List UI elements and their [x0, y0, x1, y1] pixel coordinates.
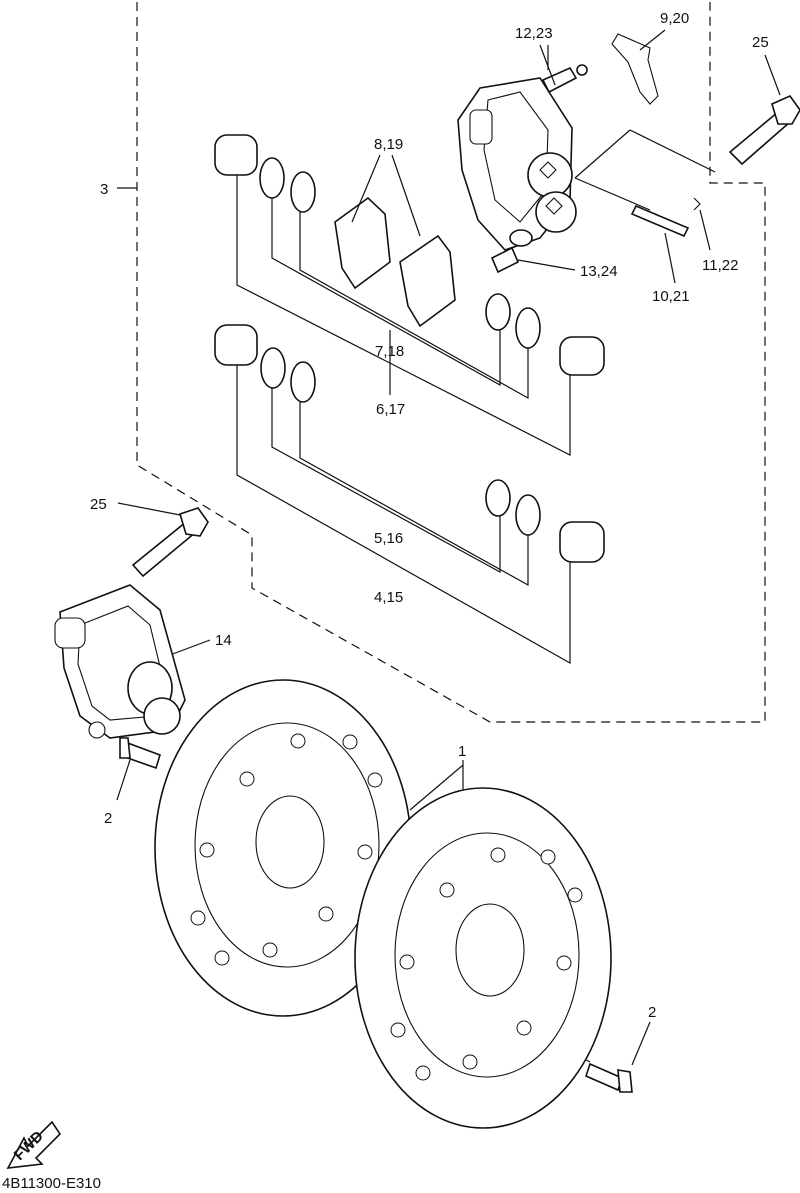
callout-6-17: 6,17 — [376, 401, 405, 418]
cap-top — [490, 246, 520, 274]
callout-8-19: 8,19 — [374, 136, 403, 153]
leader-lines — [116, 29, 781, 1066]
callout-25-left: 25 — [90, 496, 107, 513]
callout-4-15: 4,15 — [374, 589, 403, 606]
pad-spring-top — [611, 33, 659, 105]
pad-pin — [630, 197, 701, 238]
callout-2-right: 2 — [648, 1004, 656, 1021]
callout-7-18: 7,18 — [375, 343, 404, 360]
callout-3: 3 — [100, 181, 108, 198]
bolt-left — [131, 507, 209, 578]
bolt-top — [728, 95, 800, 166]
callout-25-top: 25 — [752, 34, 769, 51]
brake-disc-right — [354, 787, 612, 1129]
diagram-code: 4B11300-E310 — [2, 1175, 101, 1192]
fwd-arrow-icon: FWD — [6, 1120, 62, 1169]
caliper-14 — [54, 584, 186, 739]
assembly-3-boundary — [136, 2, 766, 723]
callout-2-left: 2 — [104, 810, 112, 827]
callout-10-21: 10,21 — [652, 288, 690, 305]
callout-12-23: 12,23 — [515, 25, 553, 42]
brake-disc-left — [154, 679, 412, 1017]
disc-bolt-right — [585, 1062, 633, 1093]
callout-1: 1 — [458, 743, 466, 760]
pistons-upper — [214, 134, 605, 376]
pistons-lower — [214, 324, 605, 563]
callout-14: 14 — [215, 632, 232, 649]
bleed-screw-top — [541, 64, 588, 94]
callout-11-22: 11,22 — [702, 257, 738, 274]
brake-pads — [334, 196, 456, 328]
callout-5-16: 5,16 — [374, 530, 403, 547]
disc-bolt-left — [119, 737, 161, 770]
callout-9-20: 9,20 — [660, 10, 689, 27]
caliper-assembly-top — [457, 77, 577, 251]
callout-13-24: 13,24 — [580, 263, 618, 280]
